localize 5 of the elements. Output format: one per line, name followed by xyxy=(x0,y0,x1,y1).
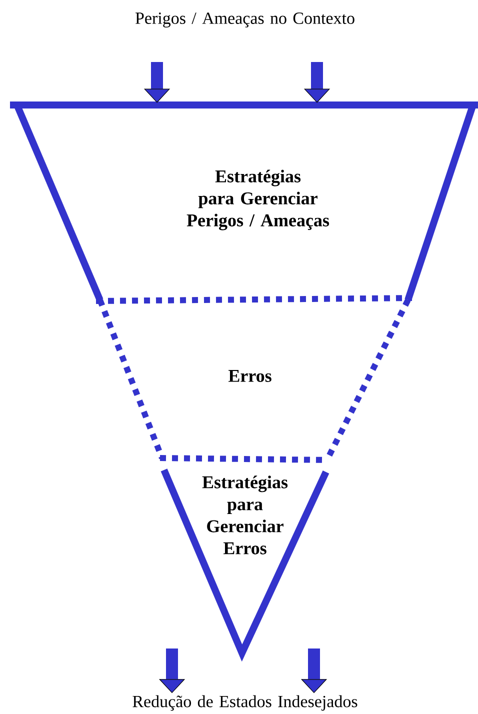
funnel-tip: Estratégias para Gerenciar Erros xyxy=(160,468,330,662)
caption-text: Redução de Estados Indesejados xyxy=(132,695,358,711)
heading-text: Perigos / Ameaças no Contexto xyxy=(135,12,354,28)
funnel-band: Estratégias para Gerenciar Perigos / Ameaças xyxy=(10,102,478,302)
funnel-band: Erros xyxy=(96,295,412,463)
